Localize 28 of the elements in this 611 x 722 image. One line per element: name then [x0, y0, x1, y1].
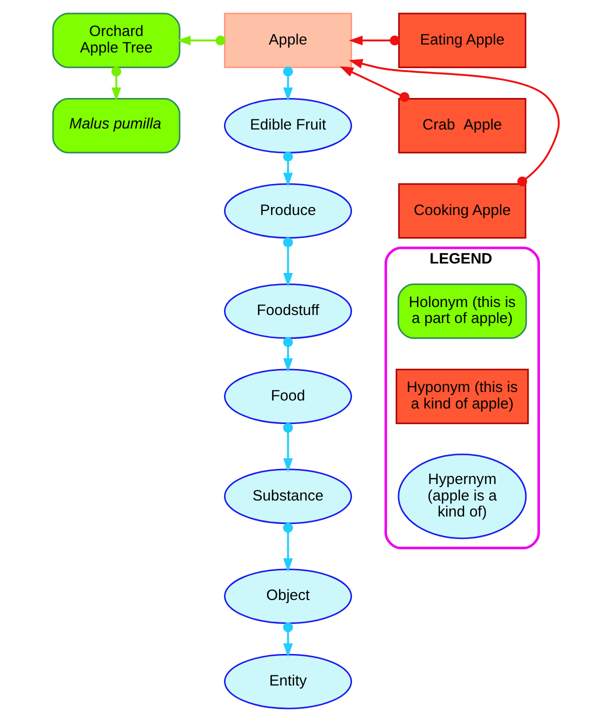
arrow	[176, 36, 225, 46]
node-ellipse: Produce	[223, 183, 352, 239]
node-ellipse: Entity	[223, 654, 352, 710]
node-box: Hyponym (this is a kind of apple)	[395, 368, 528, 424]
arrow	[282, 152, 292, 187]
arrow	[282, 522, 292, 572]
arrow	[339, 66, 409, 102]
node-ellipse: Edible Fruit	[223, 98, 352, 154]
arrow	[282, 66, 292, 102]
node-box: Apple	[223, 12, 352, 68]
node-ellipse: Hypernym (apple is a kind of)	[397, 454, 526, 540]
node-box: Malus pumilla	[52, 98, 180, 154]
node-ellipse: Foodstuff	[223, 284, 352, 339]
node-box: Eating Apple	[398, 12, 526, 68]
node-box: Crab Apple	[398, 98, 526, 154]
arrow	[282, 337, 292, 372]
arrow	[282, 422, 292, 472]
arrow	[110, 66, 121, 102]
arrow	[282, 622, 292, 658]
arrow	[348, 36, 400, 46]
node-ellipse: Food	[223, 368, 352, 424]
arrow	[282, 237, 292, 287]
node-box: Cooking Apple	[398, 183, 526, 239]
arrow	[348, 59, 560, 186]
node-box: Orchard Apple Tree	[52, 12, 180, 68]
node-ellipse: Substance	[223, 468, 352, 524]
node-box: Holonym (this is a part of apple)	[397, 284, 526, 339]
node-ellipse: Object	[223, 568, 352, 624]
